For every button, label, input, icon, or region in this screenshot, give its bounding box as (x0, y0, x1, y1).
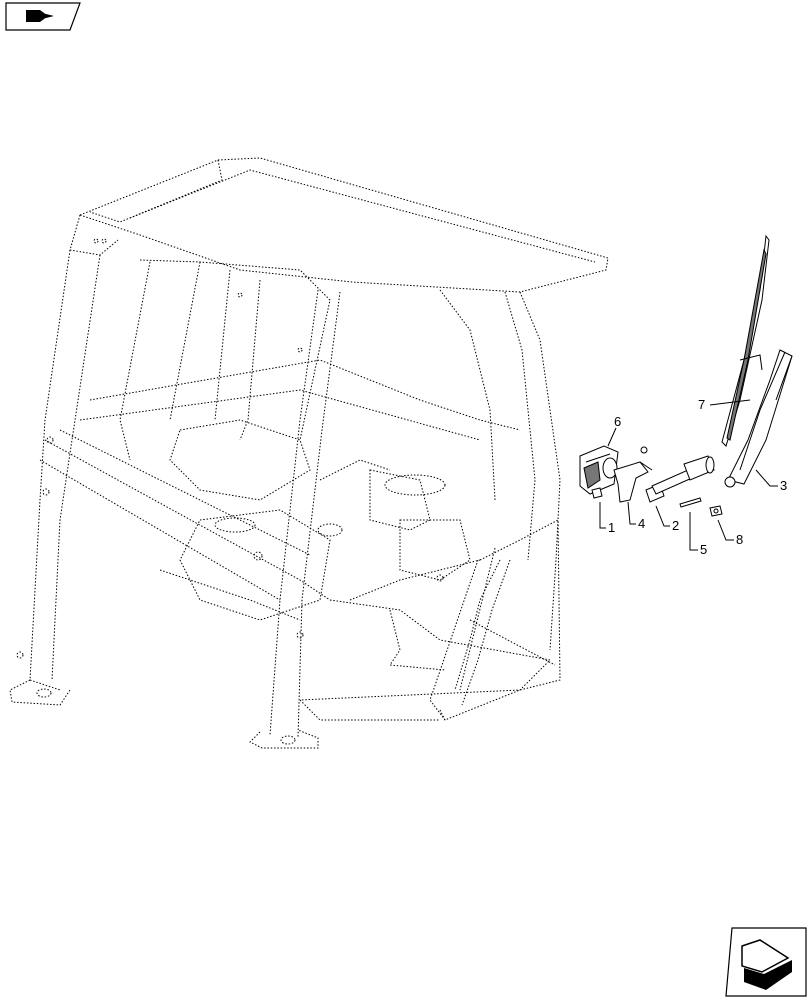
callout-2: 2 (672, 518, 679, 533)
callout-6: 6 (614, 414, 621, 429)
pin (679, 497, 702, 508)
callout-4: 4 (638, 516, 645, 531)
next-page-icon[interactable] (725, 927, 807, 997)
callout-3: 3 (780, 478, 787, 493)
leader-lines (599, 399, 778, 551)
wiper-blade (721, 234, 770, 447)
wiper-motor (579, 445, 619, 495)
cab-frame (9, 157, 609, 749)
callout-labels: 1 2 3 4 5 6 7 8 (608, 397, 787, 557)
previous-page-icon[interactable] (5, 2, 81, 31)
callout-1: 1 (608, 520, 615, 535)
nut (709, 505, 723, 517)
mounting-bracket (613, 461, 653, 503)
callout-8: 8 (736, 532, 743, 547)
wiper-assembly (579, 234, 793, 517)
linkage-crank (645, 469, 693, 503)
pivot-housing (683, 455, 715, 481)
screw (591, 487, 603, 499)
callout-5: 5 (700, 542, 707, 557)
callout-7: 7 (698, 397, 705, 412)
wiper-arm (724, 349, 793, 488)
